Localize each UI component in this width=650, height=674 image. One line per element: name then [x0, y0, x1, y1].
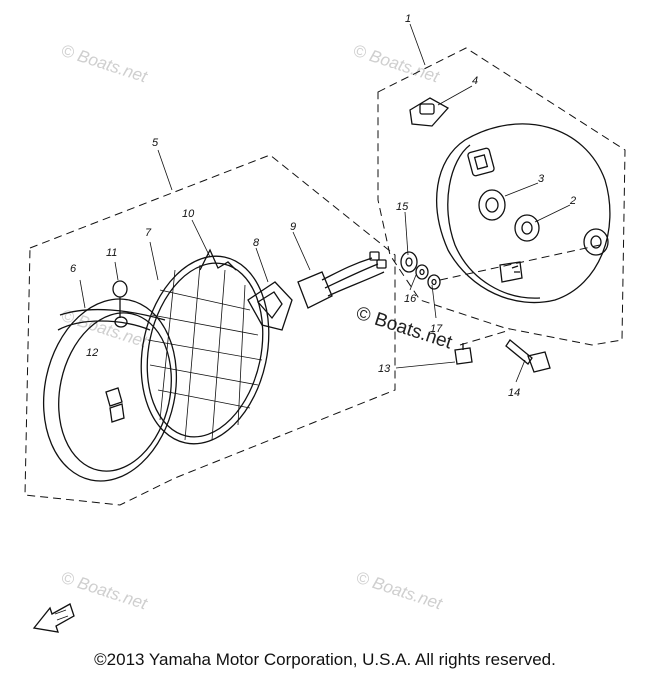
bolt-14 [505, 339, 551, 373]
assembly-5-boundary [24, 154, 396, 506]
callout-8: 8 [253, 237, 260, 249]
callout-4: 4 [472, 75, 478, 87]
assembly-1-boundary [377, 47, 626, 346]
leader-line [395, 361, 456, 369]
callout-7: 7 [145, 227, 152, 239]
leader-line [292, 231, 311, 271]
watermark: © Boats.net [59, 306, 151, 352]
headlight-rim [42, 298, 178, 482]
leader-line [409, 23, 426, 66]
callout-10: 10 [182, 208, 195, 220]
bulb-8 [247, 281, 293, 331]
callout-6: 6 [70, 263, 77, 275]
leader-line [534, 204, 571, 223]
leader-line [437, 85, 473, 106]
callout-13: 13 [378, 363, 391, 375]
washer-17 [427, 274, 441, 290]
callout-5: 5 [152, 137, 159, 149]
callout-15: 15 [396, 201, 409, 213]
socket-9 [297, 251, 387, 309]
callout-12: 12 [86, 347, 98, 359]
callout-11: 11 [106, 247, 117, 259]
callout-17: 17 [430, 323, 443, 335]
screw-13 [454, 343, 473, 365]
copyright-notice: ©2013 Yamaha Motor Corporation, U.S.A. A… [94, 650, 556, 669]
nut-15 [400, 251, 418, 273]
front-direction-arrow-icon [32, 603, 75, 633]
callout-2: 2 [569, 195, 576, 207]
leader-line [515, 359, 526, 383]
headlight-housing [436, 123, 611, 304]
leader-line [157, 149, 173, 191]
leader-line [255, 247, 269, 283]
callout-16: 16 [404, 293, 417, 305]
watermark: © Boats.net [59, 41, 151, 87]
leader-line [79, 279, 86, 309]
callout-3: 3 [538, 173, 545, 185]
mount-axis-line [459, 329, 511, 346]
watermark: © Boats.net [354, 568, 446, 614]
watermark: © Boats.net [59, 568, 151, 614]
leader-line [504, 182, 539, 197]
callout-14: 14 [508, 387, 520, 399]
leader-line [191, 219, 211, 258]
leader-line [431, 284, 437, 319]
rim-screw-11 [112, 280, 128, 328]
leader-line [114, 261, 119, 281]
leader-line [409, 274, 417, 291]
washer-16 [415, 264, 429, 280]
adjuster-12 [105, 387, 125, 423]
leader-line [149, 241, 159, 281]
grommet [409, 97, 450, 127]
watermark: © Boats.net [351, 41, 443, 87]
callout-9: 9 [290, 221, 296, 233]
leader-line [404, 211, 409, 256]
sealed-beam-lens [140, 255, 270, 445]
callout-1: 1 [405, 13, 411, 25]
